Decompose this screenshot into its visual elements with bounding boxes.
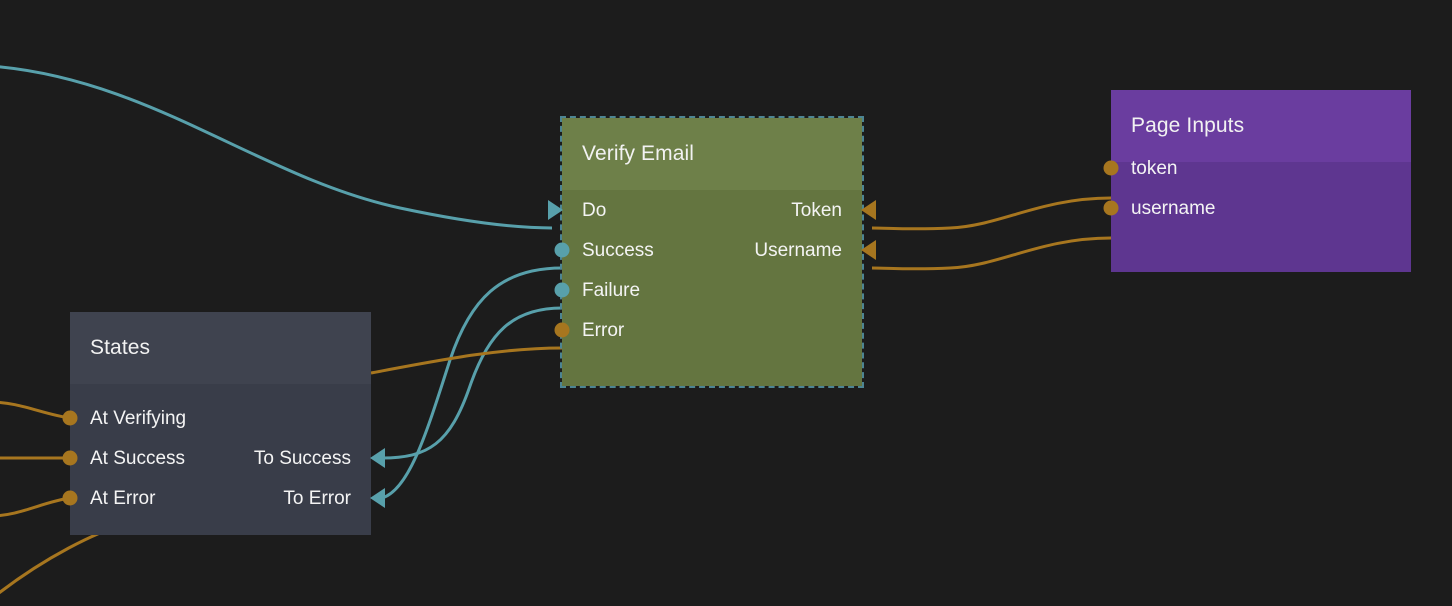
port-label-to-success[interactable]: To Success: [253, 447, 351, 469]
node-states-body: At Verifying At Success To Success At Er…: [62, 384, 385, 535]
node-states-title: States: [90, 336, 151, 359]
port-row-error: Error: [554, 310, 862, 350]
port-label-username[interactable]: Username: [754, 239, 842, 261]
port-to-success-arrow-icon[interactable]: [370, 448, 385, 468]
node-page-inputs[interactable]: Page Inputs token username: [1103, 90, 1411, 272]
port-label-to-error[interactable]: To Error: [283, 487, 351, 509]
port-username-out-dot-icon[interactable]: [1103, 200, 1119, 216]
port-row-do-token: Do Token: [548, 190, 876, 230]
node-page-inputs-body: token username: [1103, 159, 1411, 272]
node-states[interactable]: States At Verifying At Success To Succes…: [62, 312, 385, 535]
link-success-to-states-to-error: [381, 266, 563, 500]
node-states-header[interactable]: States: [70, 312, 371, 384]
port-row-at-verifying: At Verifying: [62, 398, 371, 438]
port-do-arrow-icon[interactable]: [548, 200, 563, 220]
link-at-error-offscreen: [0, 496, 71, 517]
port-at-error-dot-icon[interactable]: [62, 490, 78, 506]
port-at-verifying-dot-icon[interactable]: [62, 410, 78, 426]
port-row-token: token: [1103, 148, 1411, 188]
port-row-at-error-to-error: At Error To Error: [62, 478, 385, 518]
node-page-inputs-title: Page Inputs: [1131, 114, 1245, 137]
port-label-do[interactable]: Do: [582, 199, 607, 221]
link-token-to-token: [871, 196, 1112, 231]
port-error-dot-icon[interactable]: [554, 322, 570, 338]
port-label-token-out[interactable]: token: [1131, 157, 1178, 179]
port-at-success-dot-icon[interactable]: [62, 450, 78, 466]
port-label-failure[interactable]: Failure: [582, 279, 641, 301]
link-failure-to-states-to-success: [381, 306, 563, 460]
link-at-verifying-offscreen: [0, 400, 71, 420]
port-label-token[interactable]: Token: [791, 199, 842, 221]
port-row-at-success-to-success: At Success To Success: [62, 438, 385, 478]
port-label-at-error[interactable]: At Error: [90, 487, 156, 509]
port-label-error[interactable]: Error: [582, 319, 625, 341]
node-verify-email-header[interactable]: Verify Email: [562, 118, 862, 190]
link-username-to-username: [871, 236, 1112, 271]
port-row-username: username: [1103, 188, 1411, 228]
node-page-inputs-header[interactable]: Page Inputs: [1111, 90, 1411, 162]
port-label-at-verifying[interactable]: At Verifying: [90, 407, 187, 429]
node-verify-email[interactable]: Verify Email Do Token Success Username F…: [548, 116, 876, 388]
port-row-success-username: Success Username: [554, 230, 876, 270]
port-username-arrow-icon[interactable]: [861, 240, 876, 260]
port-token-arrow-icon[interactable]: [861, 200, 876, 220]
port-failure-dot-icon[interactable]: [554, 282, 570, 298]
port-label-at-success[interactable]: At Success: [90, 447, 186, 469]
link-incoming-exec-to-do: [0, 65, 553, 230]
port-label-success[interactable]: Success: [582, 239, 654, 261]
port-row-failure: Failure: [554, 270, 862, 310]
node-verify-email-body: Do Token Success Username Failure Error: [548, 190, 876, 386]
port-token-out-dot-icon[interactable]: [1103, 160, 1119, 176]
port-label-username-out[interactable]: username: [1131, 197, 1216, 219]
node-verify-email-title: Verify Email: [582, 142, 695, 165]
link-error-to-states: [370, 346, 563, 375]
port-success-dot-icon[interactable]: [554, 242, 570, 258]
port-to-error-arrow-icon[interactable]: [370, 488, 385, 508]
